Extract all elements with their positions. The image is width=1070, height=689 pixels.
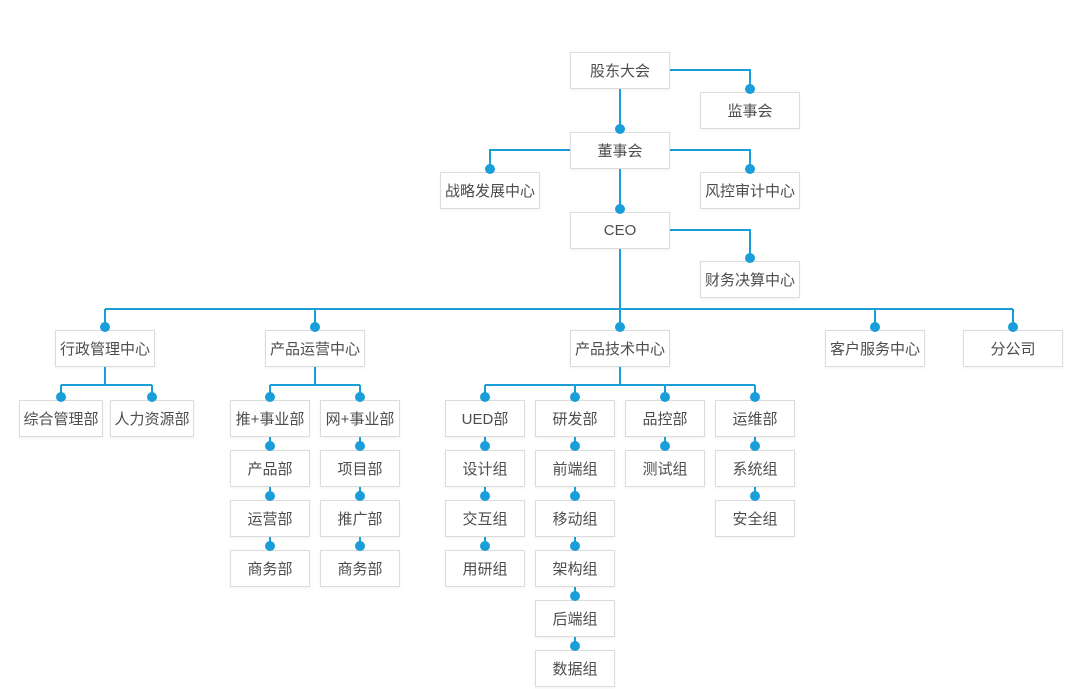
node-admin-center: 行政管理中心 [55, 330, 155, 367]
node-operations-dept: 运营部 [230, 500, 310, 537]
node-testing-team: 测试组 [625, 450, 705, 487]
node-branch-company: 分公司 [963, 330, 1063, 367]
node-ops-dept: 运维部 [715, 400, 795, 437]
node-rd-dept: 研发部 [535, 400, 615, 437]
node-promotion-dept: 推广部 [320, 500, 400, 537]
node-ceo: CEO [570, 212, 670, 249]
node-frontend-team: 前端组 [535, 450, 615, 487]
node-wang-plus-division: 网+事业部 [320, 400, 400, 437]
node-shareholders-meeting: 股东大会 [570, 52, 670, 89]
node-strategy-center: 战略发展中心 [440, 172, 540, 209]
node-customer-service-center: 客户服务中心 [825, 330, 925, 367]
node-product-dept: 产品部 [230, 450, 310, 487]
node-mobile-team: 移动组 [535, 500, 615, 537]
node-product-ops-center: 产品运营中心 [265, 330, 365, 367]
node-qc-dept: 品控部 [625, 400, 705, 437]
node-finance-center: 财务决算中心 [700, 261, 800, 298]
node-tui-plus-division: 推+事业部 [230, 400, 310, 437]
node-data-team: 数据组 [535, 650, 615, 687]
node-board-of-directors: 董事会 [570, 132, 670, 169]
node-architecture-team: 架构组 [535, 550, 615, 587]
node-hr-dept: 人力资源部 [110, 400, 194, 437]
node-general-admin-dept: 综合管理部 [19, 400, 103, 437]
node-business-dept-tui: 商务部 [230, 550, 310, 587]
node-user-research-team: 用研组 [445, 550, 525, 587]
node-design-team: 设计组 [445, 450, 525, 487]
node-supervisory-board: 监事会 [700, 92, 800, 129]
node-project-dept: 项目部 [320, 450, 400, 487]
node-business-dept-wang: 商务部 [320, 550, 400, 587]
node-product-tech-center: 产品技术中心 [570, 330, 670, 367]
node-system-team: 系统组 [715, 450, 795, 487]
node-risk-audit-center: 风控审计中心 [700, 172, 800, 209]
node-backend-team: 后端组 [535, 600, 615, 637]
node-security-team: 安全组 [715, 500, 795, 537]
node-interaction-team: 交互组 [445, 500, 525, 537]
node-ued-dept: UED部 [445, 400, 525, 437]
